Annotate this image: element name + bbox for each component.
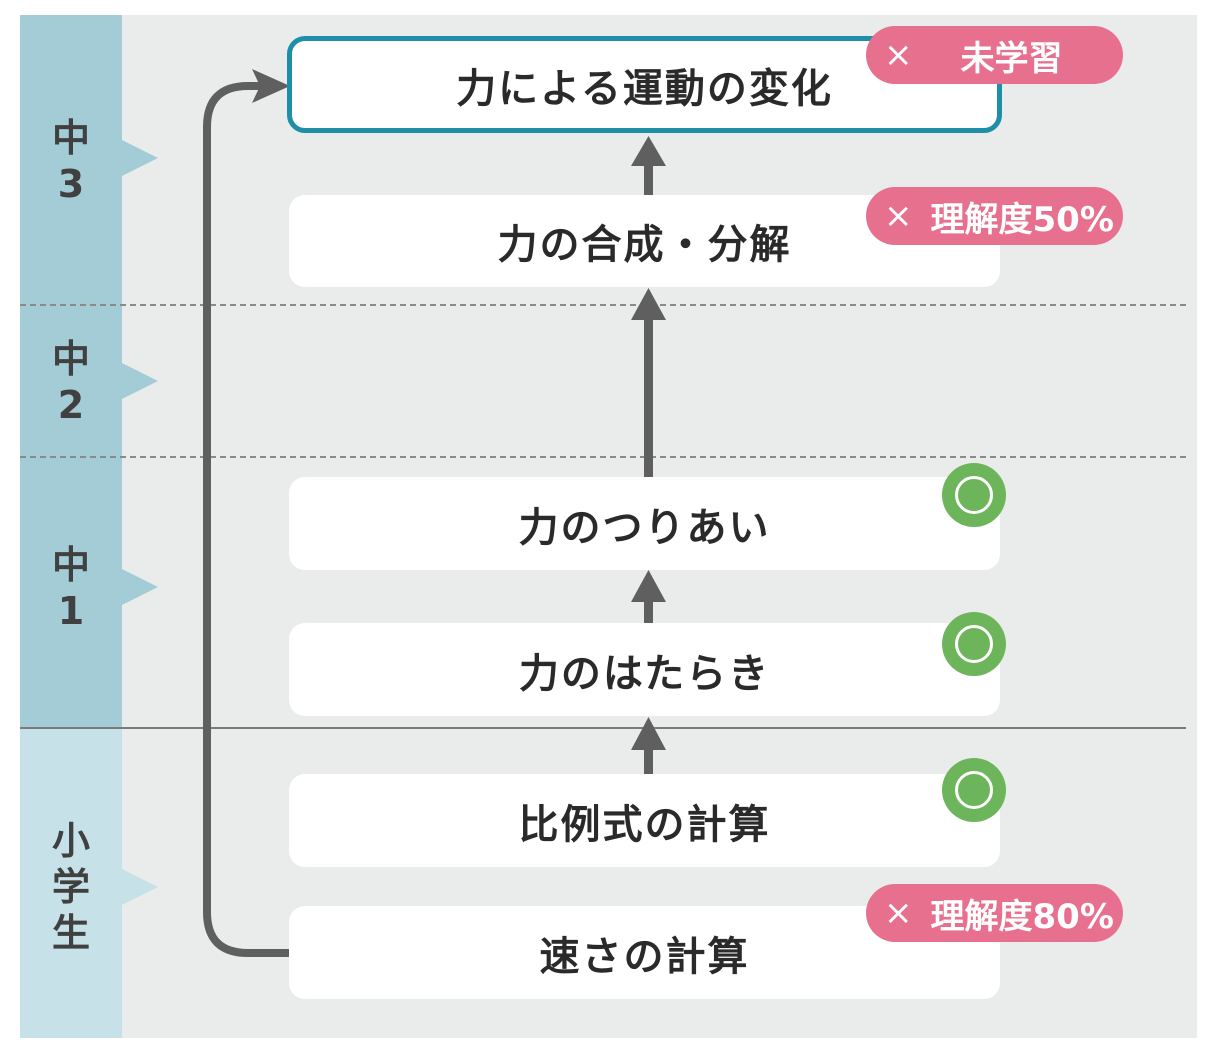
topic-force-motion[interactable]: 力による運動の変化	[287, 36, 1002, 133]
topic-force-balance[interactable]: 力のつりあい	[289, 477, 1000, 570]
cross-icon: ×	[884, 35, 913, 75]
cross-icon: ×	[884, 893, 913, 933]
grade-pointer-junior3	[122, 140, 158, 176]
topic-force-work[interactable]: 力のはたらき	[289, 623, 1000, 716]
arrow-head-speed-to-motion	[252, 69, 290, 103]
separator-junior2-junior1	[20, 456, 1186, 458]
badge-not-studied: × 未学習	[866, 26, 1123, 84]
arrow-shaft-proportion-to-work	[644, 742, 653, 775]
grade-pointer-junior2	[122, 363, 158, 399]
arrow-head-balance-to-composition	[631, 288, 666, 320]
circle-check-icon	[942, 612, 1006, 676]
cross-icon: ×	[884, 196, 913, 236]
arrow-head-proportion-to-work	[631, 717, 666, 750]
topic-force-composition-label: 力の合成・分解	[497, 222, 792, 268]
arrow-shaft-work-to-balance	[644, 594, 653, 624]
topic-force-motion-label: 力による運動の変化	[456, 65, 833, 112]
arrow-head-composition-to-motion	[631, 136, 666, 166]
badge-understanding-80: × 理解度80%	[866, 884, 1123, 942]
arrow-shaft-speed-to-motion	[203, 82, 293, 957]
topic-force-work-label: 力のはたらき	[518, 650, 771, 697]
grade-band-junior	[20, 15, 122, 728]
arrow-head-work-to-balance	[631, 570, 666, 602]
arrow-shaft-balance-to-composition	[644, 312, 653, 477]
topic-proportion[interactable]: 比例式の計算	[289, 774, 1000, 867]
grade-label-elementary: 小学生	[51, 819, 90, 955]
badge-understanding-80-text: 理解度80%	[930, 896, 1114, 937]
separator-junior3-junior2	[20, 304, 1186, 306]
grade-band-elementary	[20, 728, 122, 1038]
grade-pointer-junior1	[122, 569, 158, 605]
circle-check-icon	[942, 758, 1006, 822]
badge-understanding-50: × 理解度50%	[866, 187, 1123, 245]
topic-proportion-label: 比例式の計算	[518, 801, 771, 848]
grade-pointer-elementary	[122, 869, 158, 905]
topic-force-balance-label: 力のつりあい	[518, 504, 771, 551]
separator-junior-elementary	[20, 727, 1186, 729]
badge-understanding-50-text: 理解度50%	[930, 199, 1114, 240]
circle-check-icon	[942, 463, 1006, 527]
topic-speed-label: 速さの計算	[539, 933, 750, 980]
arrow-shaft-composition-to-motion	[644, 158, 653, 195]
badge-not-studied-text: 未学習	[960, 38, 1063, 79]
